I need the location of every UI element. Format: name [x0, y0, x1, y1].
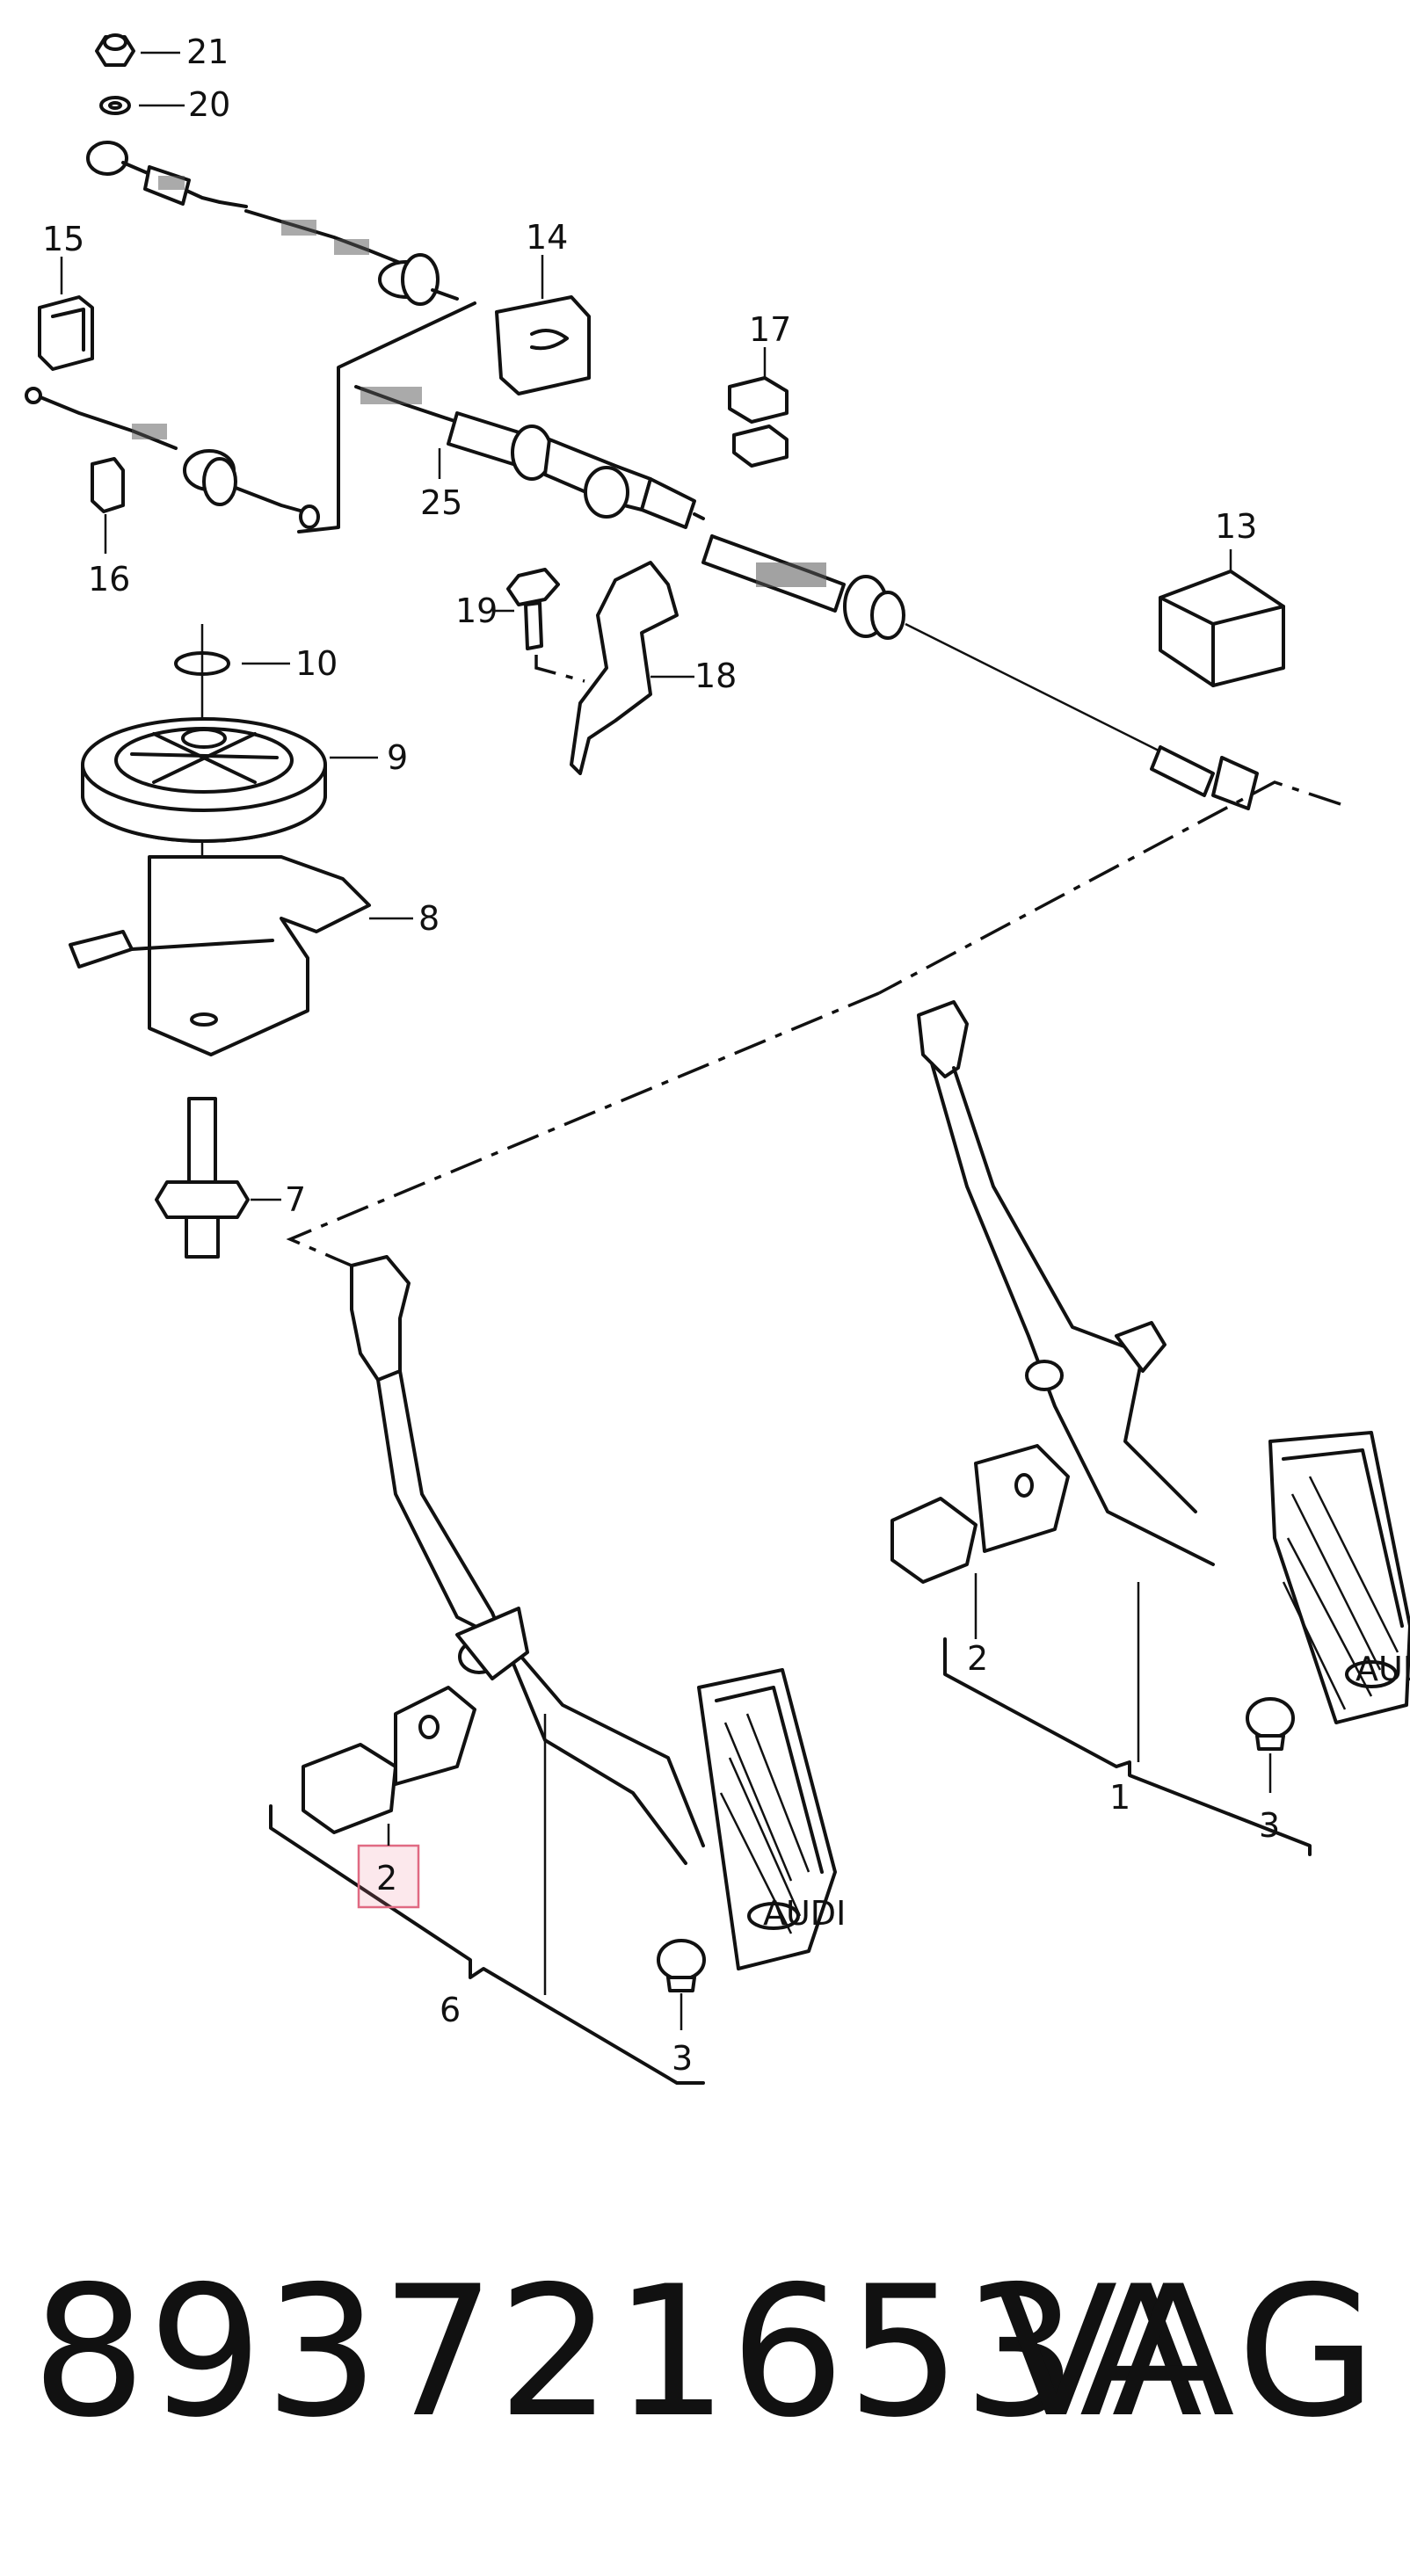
dashed-link-lower — [286, 991, 880, 1267]
part-number: 893721653A — [32, 2248, 1205, 2457]
callout-20: 20 — [188, 85, 230, 124]
part-18-bracket — [534, 561, 694, 775]
callout-21: 21 — [186, 33, 229, 71]
part-14-clip — [495, 255, 591, 395]
callout-10: 10 — [295, 644, 338, 683]
part-15-clip — [38, 257, 94, 371]
callout-8: 8 — [418, 899, 440, 938]
callout-3-right: 3 — [1259, 1806, 1280, 1845]
part-10-circlip — [174, 651, 290, 676]
part-cable-lower — [25, 387, 320, 529]
pedal-logo-right: AUDI — [1355, 1650, 1410, 1688]
callout-19: 19 — [455, 591, 498, 630]
callout-18: 18 — [694, 657, 737, 695]
part-6-pedal-assembly — [302, 1255, 837, 1995]
part-cable-upper — [86, 141, 459, 306]
callout-2-right: 2 — [967, 1639, 988, 1678]
part-3-left-stopper — [657, 1939, 706, 2030]
callout-9: 9 — [387, 738, 408, 777]
callout-14: 14 — [526, 218, 568, 257]
cable-frame-line — [297, 301, 476, 533]
pedal-logo-left: AUDI — [763, 1894, 846, 1933]
part-8-bracket — [69, 855, 413, 1056]
callout-6: 6 — [440, 1991, 461, 2029]
part-cable-right — [701, 534, 1259, 810]
callout-3-left: 3 — [672, 2039, 693, 2078]
part-20-washer — [99, 96, 185, 115]
callout-16: 16 — [88, 560, 130, 599]
part-17-clips — [728, 347, 789, 468]
part-16-clip — [91, 457, 125, 554]
callout-25: 25 — [420, 483, 462, 522]
bracket-1 — [943, 1637, 1312, 1856]
dashed-link-upper — [878, 780, 1341, 995]
callout-7: 7 — [285, 1180, 306, 1219]
part-25-cable — [354, 385, 705, 529]
brand-name: VAG — [994, 2248, 1382, 2457]
part-7-stud — [155, 1097, 281, 1259]
bracket-6 — [269, 1804, 705, 2085]
callout-2-left: 2 — [376, 1859, 397, 1898]
callout-15: 15 — [42, 220, 84, 258]
part-19-bolt — [492, 568, 560, 650]
callout-13: 13 — [1215, 507, 1257, 546]
callout-17: 17 — [749, 310, 791, 349]
part-1-pedal-assembly — [890, 1000, 1410, 1762]
callout-1: 1 — [1109, 1778, 1130, 1817]
part-3-right-stopper — [1246, 1697, 1295, 1793]
part-9-pulley — [81, 717, 378, 843]
part-21-nut — [95, 33, 180, 67]
part-13-buffer — [1159, 549, 1285, 687]
highlight-box — [357, 1844, 420, 1909]
